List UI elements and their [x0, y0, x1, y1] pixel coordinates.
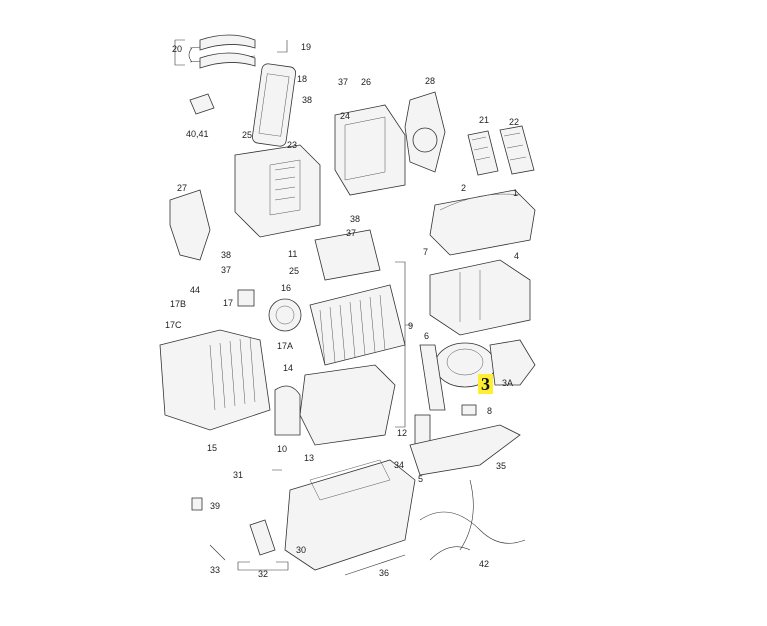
callout-16: 16: [281, 283, 292, 293]
callout-17C: 17C: [165, 320, 182, 330]
callout-19: 19: [301, 42, 312, 52]
callout-20: 20: [172, 44, 183, 54]
callout-13: 13: [304, 453, 315, 463]
callout-1: 1: [513, 188, 519, 198]
callout-11: 11: [288, 249, 298, 259]
callout-3A: 3A: [502, 378, 514, 388]
callout-28: 28: [425, 76, 436, 86]
callout-37b: 37: [346, 228, 357, 238]
callout-14: 14: [283, 363, 294, 373]
callout-27: 27: [177, 183, 188, 193]
callout-37: 37: [338, 77, 349, 87]
highlighted-callout-3[interactable]: 3: [478, 374, 493, 394]
callout-21: 21: [479, 115, 490, 125]
callout-40-41: 40,41: [186, 129, 209, 139]
callout-17A: 17A: [277, 341, 294, 351]
callout-42: 42: [479, 559, 490, 569]
callout-8: 8: [487, 406, 493, 416]
callout-32: 32: [258, 569, 269, 579]
callout-38b: 38: [350, 214, 361, 224]
callout-36: 36: [379, 568, 390, 578]
callout-35: 35: [496, 461, 507, 471]
callout-18: 18: [297, 74, 308, 84]
callout-44: 44: [190, 285, 201, 295]
callout-25b: 25: [289, 266, 300, 276]
callout-25: 25: [242, 130, 253, 140]
callout-24: 24: [340, 111, 351, 121]
callout-39: 39: [210, 501, 221, 511]
callout-17B: 17B: [170, 299, 187, 309]
callout-38: 38: [302, 95, 313, 105]
callout-4: 4: [514, 251, 520, 261]
callout-7: 7: [423, 247, 429, 257]
callout-2: 2: [461, 183, 467, 193]
callout-22: 22: [509, 117, 520, 127]
callout-10: 10: [277, 444, 288, 454]
callout-34: 34: [394, 460, 405, 470]
callout-38c: 38: [221, 250, 232, 260]
callout-23: 23: [287, 140, 298, 150]
callout-6: 6: [424, 331, 430, 341]
callout-12: 12: [397, 428, 408, 438]
callout-15: 15: [207, 443, 218, 453]
callout-37c: 37: [221, 265, 232, 275]
callout-5: 5: [418, 474, 424, 484]
callout-9: 9: [408, 321, 414, 331]
callout-30: 30: [296, 545, 307, 555]
callout-26: 26: [361, 77, 372, 87]
callout-17: 17: [223, 298, 234, 308]
callout-33: 33: [210, 565, 221, 575]
callout-31: 31: [233, 470, 244, 480]
